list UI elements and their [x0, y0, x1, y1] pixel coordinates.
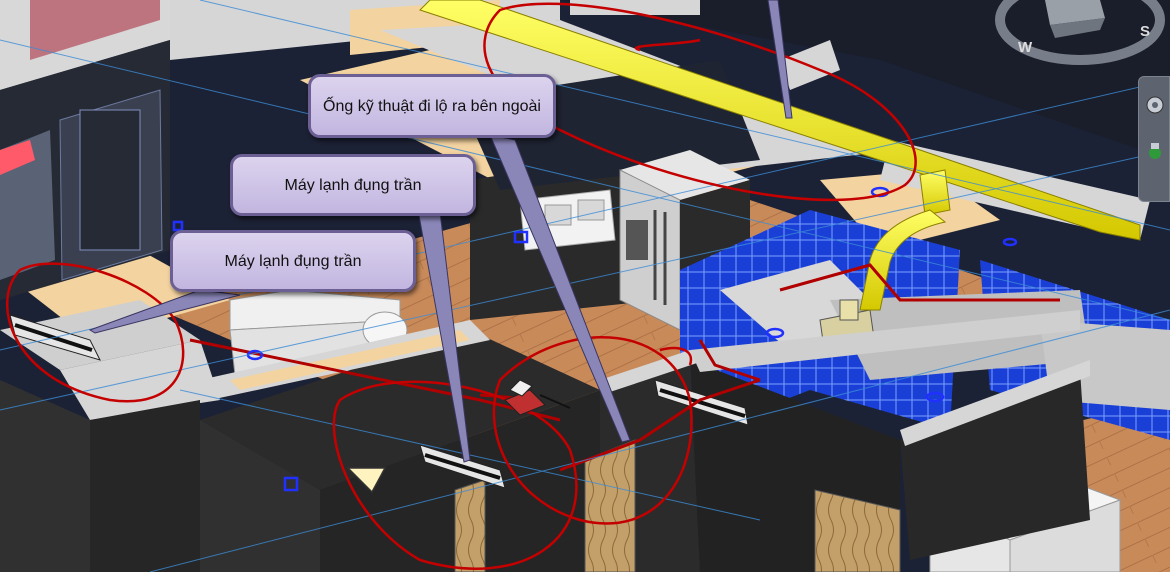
fixtures — [172, 186, 1018, 492]
compass-label: S — [1140, 23, 1150, 40]
left-room — [0, 0, 170, 300]
callout-technical-duct: Ống kỹ thuật đi lộ ra bên ngoài — [308, 74, 556, 138]
viewcube[interactable]: W S — [990, 0, 1170, 70]
callout-leaders — [88, 0, 793, 463]
steering-wheel-icon[interactable] — [1145, 95, 1165, 115]
pan-icon[interactable] — [1145, 141, 1165, 161]
viewcube-face-label: W — [1018, 39, 1033, 56]
doors — [454, 439, 901, 572]
front-walls — [0, 310, 1090, 572]
cursor-icon — [346, 467, 387, 494]
navigation-bar[interactable] — [1138, 76, 1170, 202]
callout-ceiling-ac-2: Máy lạnh đụng trần — [170, 230, 416, 292]
callout-ceiling-ac-1: Máy lạnh đụng trần — [230, 154, 476, 216]
section-marker-icon — [504, 379, 571, 416]
